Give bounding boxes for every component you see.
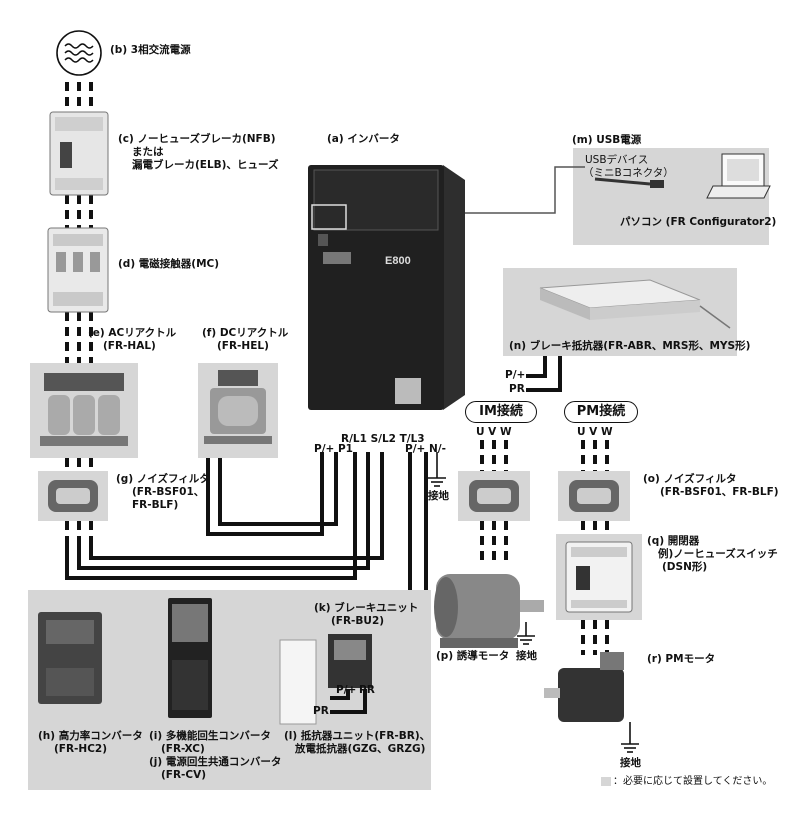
dc-reactor-label-line1: (f) DCリアクトル bbox=[202, 327, 289, 339]
nfb-label-line1: (c) ノーヒューズブレーカ(NFB) bbox=[118, 133, 276, 145]
legend-note: ：必要に応じて設置してください。 bbox=[613, 776, 773, 787]
brake-unit-icon bbox=[328, 634, 372, 688]
ac-power-icon bbox=[56, 30, 102, 76]
xc-converter-icon bbox=[168, 598, 212, 718]
usb-device-label-line1: USBデバイス bbox=[585, 154, 649, 166]
terminal-k-pr: PR bbox=[359, 684, 375, 696]
xc-label-line1: (i) 多機能回生コンバータ bbox=[149, 730, 271, 742]
ground-icon-inverter bbox=[428, 452, 446, 487]
power-source-label: (b) 3相交流電源 bbox=[110, 44, 191, 56]
noise-filter-left-label-line3: FR-BLF) bbox=[132, 499, 179, 511]
terminal-rst: R/L1 S/L2 T/L3 bbox=[341, 433, 425, 445]
xc-label-line2: (FR-XC) bbox=[161, 743, 205, 755]
terminal-im-uvw: U V W bbox=[476, 426, 512, 438]
pm-motor-icon bbox=[544, 652, 624, 722]
noise-filter-pm-icon bbox=[569, 480, 619, 512]
terminal-l-pr: PR bbox=[313, 705, 329, 717]
pc-icon bbox=[594, 153, 771, 199]
noise-filter-im-icon bbox=[469, 480, 519, 512]
brake-resistor-icon bbox=[539, 279, 731, 329]
hc2-label-line2: (FR-HC2) bbox=[54, 743, 108, 755]
switch-icon bbox=[565, 541, 633, 613]
cv-label-line1: (j) 電源回生共通コンバータ bbox=[149, 756, 282, 768]
resistor-unit-icon bbox=[279, 639, 317, 725]
switch-label-line2: 例)ノーヒューズスイッチ bbox=[658, 548, 778, 560]
terminal-pm-uvw: U V W bbox=[577, 426, 613, 438]
usb-device-label-line2: （ミニBコネクタ） bbox=[583, 167, 674, 179]
ac-reactor-icon bbox=[40, 373, 128, 446]
cv-label-line2: (FR-CV) bbox=[161, 769, 207, 781]
im-motor-label: (p) 誘導モータ bbox=[436, 650, 510, 662]
mc-label: (d) 電磁接触器(MC) bbox=[118, 258, 220, 270]
resistor-unit-label-line2: 放電抵抗器(GZG、GRZG) bbox=[295, 743, 426, 755]
noise-filter-right-label-line2: (FR-BSF01、FR-BLF) bbox=[660, 486, 779, 498]
terminal-n-p: P/+ bbox=[505, 369, 526, 381]
brake-unit-label-line1: (k) ブレーキユニット bbox=[314, 602, 419, 614]
pc-label: パソコン (FR Configurator2) bbox=[620, 216, 777, 228]
noise-filter-left-icon bbox=[48, 480, 98, 512]
dc-reactor-label-line2: (FR-HEL) bbox=[217, 340, 269, 352]
usb-power-label: (m) USB電源 bbox=[572, 134, 642, 146]
noise-filter-left-label-line2: (FR-BSF01、 bbox=[132, 486, 205, 498]
pm-motor-label: (r) PMモータ bbox=[647, 653, 716, 665]
terminal-n-pr: PR bbox=[509, 383, 525, 395]
hc2-converter-icon bbox=[38, 612, 102, 704]
legend-swatch bbox=[601, 777, 611, 786]
terminal-k-p: P/+ bbox=[336, 684, 357, 696]
nfb-label-line3: 漏電ブレーカ(ELB)、ヒューズ bbox=[132, 159, 279, 171]
ground-label-pm: 接地 bbox=[620, 757, 641, 769]
inverter-label: (a) インバータ bbox=[327, 133, 400, 145]
ac-reactor-label-line2: (FR-HAL) bbox=[103, 340, 156, 352]
switch-label-line3: (DSN形) bbox=[662, 561, 708, 573]
contactor-icon bbox=[47, 227, 109, 313]
ground-icon-im bbox=[517, 622, 535, 645]
induction-motor-icon bbox=[434, 574, 544, 648]
resistor-unit-label-line1: (l) 抵抗器ユニット(FR-BR)、 bbox=[284, 730, 431, 742]
terminal-pn: P/+ N/- bbox=[405, 443, 446, 455]
nfb-icon bbox=[49, 111, 109, 196]
noise-filter-right-label-line1: (o) ノイズフィルタ bbox=[643, 473, 737, 485]
brake-resistor-label: (n) ブレーキ抵抗器(FR-ABR、MRS形、MYS形) bbox=[509, 340, 751, 352]
im-connection-badge: IM接続 bbox=[465, 401, 537, 423]
pm-connection-badge: PM接続 bbox=[564, 401, 638, 423]
dc-reactor-icon bbox=[204, 370, 272, 444]
inverter-icon bbox=[308, 165, 465, 410]
hc2-label-line1: (h) 高力率コンバータ bbox=[38, 730, 143, 742]
brake-unit-label-line2: (FR-BU2) bbox=[331, 615, 385, 627]
ground-label-im: 接地 bbox=[516, 650, 537, 662]
ground-icon-pm bbox=[621, 722, 639, 753]
noise-filter-left-label-line1: (g) ノイズフィルタ bbox=[116, 473, 210, 485]
switch-label-line1: (q) 開閉器 bbox=[647, 535, 700, 547]
nfb-label-line2: または bbox=[132, 146, 164, 158]
ground-label-inverter: 接地 bbox=[428, 490, 449, 502]
inverter-brand-label: E800 bbox=[385, 255, 411, 267]
terminal-p-p1: P/+ P1 bbox=[314, 443, 353, 455]
ac-reactor-label-line1: (e) ACリアクトル bbox=[88, 327, 177, 339]
